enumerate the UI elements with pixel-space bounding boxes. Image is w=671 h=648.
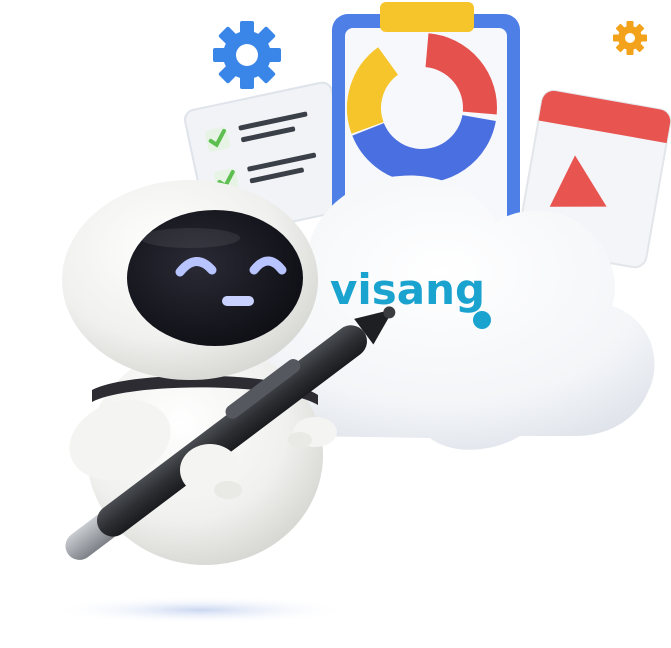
play-icon [549, 155, 607, 207]
ground-shadow [50, 596, 350, 624]
robot-left-eye [175, 257, 217, 277]
robot-face [127, 210, 303, 346]
clipboard-clip [380, 2, 474, 32]
stylus-pen-icon [65, 306, 396, 560]
robot-right-eye [249, 256, 287, 275]
gear-icon [213, 21, 281, 89]
brand-dot [473, 311, 491, 329]
gear-icon [613, 21, 647, 55]
cloud [230, 175, 655, 450]
robot-left-hand [180, 444, 242, 499]
brand-wordmark: visang [330, 265, 485, 314]
robot-right-hand [288, 417, 337, 448]
robot [62, 180, 396, 565]
robot-mouth [222, 296, 254, 306]
